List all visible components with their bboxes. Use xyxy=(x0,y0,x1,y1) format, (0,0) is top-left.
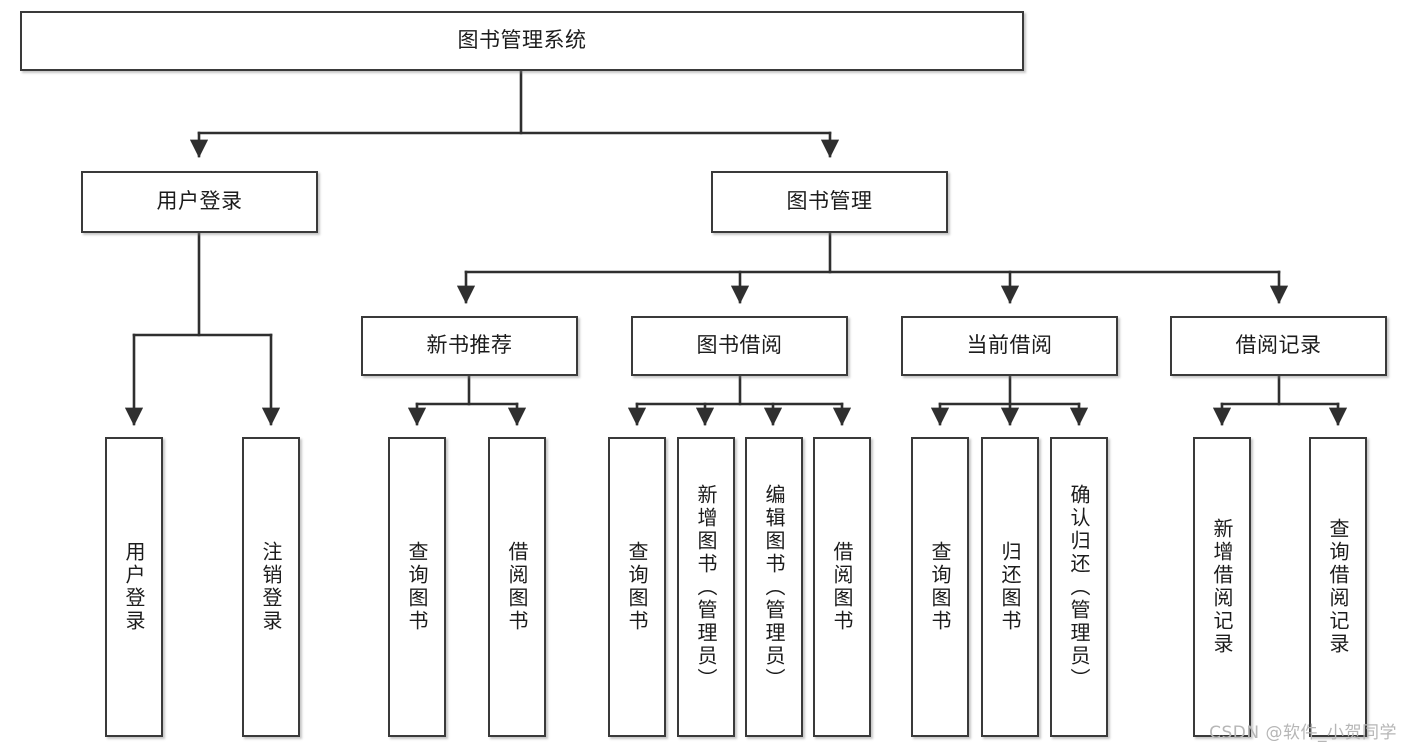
leaf-current-confirm-return-admin[interactable]: 确认归还（管理员） xyxy=(1050,437,1108,737)
node-new-book-recommend[interactable]: 新书推荐 xyxy=(361,316,578,376)
node-root[interactable]: 图书管理系统 xyxy=(20,11,1024,71)
leaf-new-book-query[interactable]: 查询图书 xyxy=(388,437,446,737)
leaf-current-query-book-label: 查询图书 xyxy=(928,541,952,633)
leaf-current-query-book[interactable]: 查询图书 xyxy=(911,437,969,737)
leaf-current-return-book-label: 归还图书 xyxy=(998,541,1022,633)
leaf-borrow-add-book-admin-label: 新增图书（管理员） xyxy=(694,483,718,691)
node-user-login-label: 用户登录 xyxy=(156,189,243,214)
leaf-borrow-add-book-admin[interactable]: 新增图书（管理员） xyxy=(677,437,735,737)
leaf-current-return-book[interactable]: 归还图书 xyxy=(981,437,1039,737)
leaf-borrow-borrow-book[interactable]: 借阅图书 xyxy=(813,437,871,737)
leaf-user-login-logout[interactable]: 注销登录 xyxy=(242,437,300,737)
csdn-watermark: CSDN @软件_小贺同学 xyxy=(1209,723,1397,743)
leaf-borrow-query-book[interactable]: 查询图书 xyxy=(608,437,666,737)
node-user-login[interactable]: 用户登录 xyxy=(81,171,318,233)
leaf-borrow-borrow-book-label: 借阅图书 xyxy=(830,541,854,633)
leaf-new-book-query-label: 查询图书 xyxy=(405,541,429,633)
node-current-borrow[interactable]: 当前借阅 xyxy=(901,316,1118,376)
leaf-borrow-edit-book-admin-label: 编辑图书（管理员） xyxy=(762,483,786,691)
leaf-new-book-borrow[interactable]: 借阅图书 xyxy=(488,437,546,737)
leaf-user-login-login[interactable]: 用户登录 xyxy=(105,437,163,737)
node-new-book-recommend-label: 新书推荐 xyxy=(426,333,513,358)
node-root-label: 图书管理系统 xyxy=(457,28,587,53)
leaf-user-login-logout-label: 注销登录 xyxy=(259,541,283,633)
node-book-management-label: 图书管理 xyxy=(786,189,873,214)
leaf-borrow-edit-book-admin[interactable]: 编辑图书（管理员） xyxy=(745,437,803,737)
node-book-borrow[interactable]: 图书借阅 xyxy=(631,316,848,376)
leaf-record-query-record-label: 查询借阅记录 xyxy=(1326,518,1350,656)
leaf-record-query-record[interactable]: 查询借阅记录 xyxy=(1309,437,1367,737)
leaf-record-add-record-label: 新增借阅记录 xyxy=(1210,518,1234,656)
node-book-borrow-label: 图书借阅 xyxy=(696,333,783,358)
leaf-new-book-borrow-label: 借阅图书 xyxy=(505,541,529,633)
node-current-borrow-label: 当前借阅 xyxy=(966,333,1053,358)
leaf-user-login-login-label: 用户登录 xyxy=(122,541,146,633)
node-book-management[interactable]: 图书管理 xyxy=(711,171,948,233)
leaf-current-confirm-return-admin-label: 确认归还（管理员） xyxy=(1067,483,1091,691)
node-borrow-record-label: 借阅记录 xyxy=(1235,333,1322,358)
node-borrow-record[interactable]: 借阅记录 xyxy=(1170,316,1387,376)
leaf-record-add-record[interactable]: 新增借阅记录 xyxy=(1193,437,1251,737)
leaf-borrow-query-book-label: 查询图书 xyxy=(625,541,649,633)
